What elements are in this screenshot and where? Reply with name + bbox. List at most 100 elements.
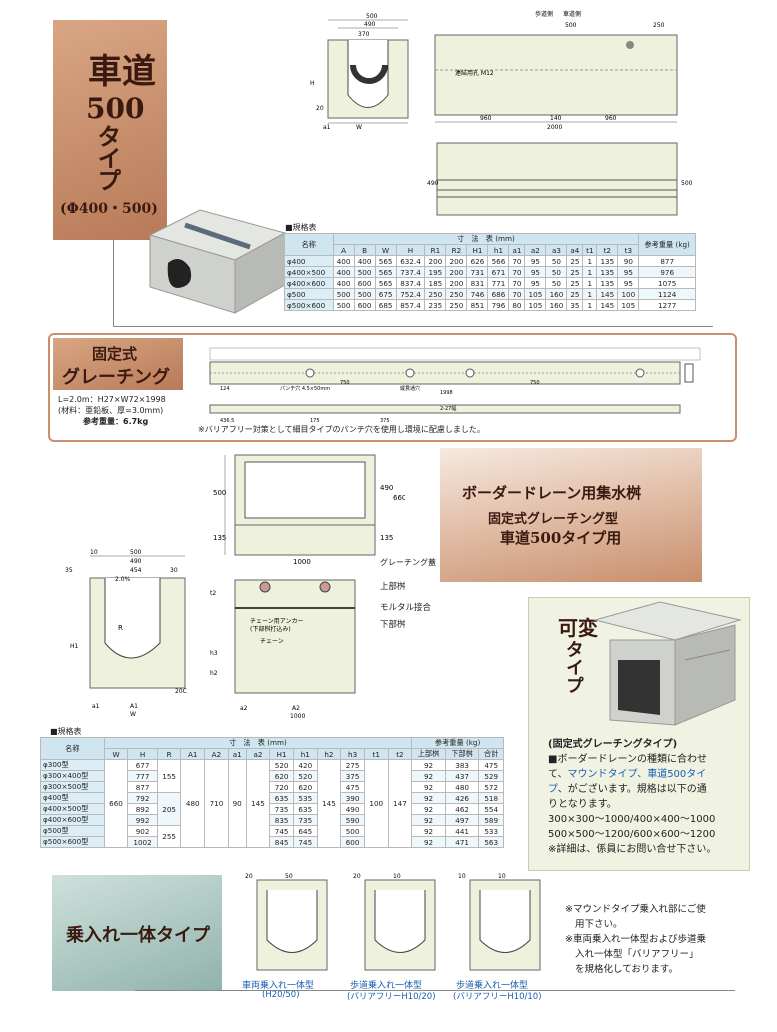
sec1-spec-label: ■規格表 [285, 223, 317, 232]
cell: 837.4 [395, 277, 426, 289]
label-mortar: モルタル接合 [380, 603, 432, 613]
cell: 135 [596, 266, 619, 278]
label-anchor2: (下部桝打込み) [250, 625, 291, 633]
sec4-line-text: 500×500〜1200/600×600〜1200 [548, 829, 716, 840]
cell: 565 [374, 277, 397, 289]
sec4-line: ■ボーダードレーンの種類に合わせ [548, 752, 743, 767]
cell: 92 [411, 781, 446, 793]
cell: 95 [524, 277, 547, 289]
row-name: φ400×600 [284, 277, 334, 289]
th3-col-W: W [103, 748, 129, 760]
cell: 520 [292, 770, 318, 782]
sec4-line-blue: プ [548, 784, 558, 795]
sec3-title-sub: 固定式グレーチング型 [488, 512, 619, 527]
cell: 777 [127, 770, 158, 782]
cell: 135 [596, 277, 619, 289]
cell: 383 [444, 759, 480, 771]
th3-wcol: 下部桝 [444, 748, 480, 760]
dim-a1-s3: a1 [92, 703, 100, 710]
cell: 600 [353, 277, 376, 289]
cell: 275 [340, 759, 365, 771]
sec4-body: ■ボーダードレーンの種類に合わせて、マウンドタイプ、車道500タイプ、がございま… [548, 752, 743, 857]
cell: 235 [424, 299, 447, 311]
dim-140: 140 [550, 115, 562, 122]
dim-W-s3: W [130, 711, 136, 718]
cell: 671 [487, 266, 510, 278]
cell: 857.4 [395, 299, 426, 311]
sec4-line: プ、がございます。規格は以下の通 [548, 782, 743, 797]
sec4-title-1: 可変 [558, 616, 598, 640]
cell: 471 [444, 836, 480, 848]
dim-500-s3: 500 [213, 489, 226, 497]
th3-col-t1: t1 [363, 748, 389, 760]
cell: 685 [374, 299, 397, 311]
cell: 92 [411, 770, 446, 782]
cell: 480 [180, 759, 206, 848]
cell: 497 [444, 814, 480, 826]
th-name: 名称 [284, 233, 334, 256]
dim-A1: A1 [130, 703, 138, 710]
sec3-title-main: ボーダードレーン用集水桝 [462, 484, 642, 502]
label-upper: 上部桝 [380, 582, 406, 592]
sec3-spec-label: ■規格表 [50, 727, 82, 736]
th3-col-h1: h1 [292, 748, 318, 760]
label-anchor: チェーン用アンカー [250, 618, 303, 625]
dim-s5-1a: 20 [245, 873, 253, 880]
sec2-title-1: 固定式 [92, 345, 138, 363]
cell: 92 [411, 814, 446, 826]
sec1-title-2: 500 [86, 92, 145, 125]
cell: 490 [340, 803, 365, 815]
th-col-a3: a3 [545, 244, 568, 256]
sec3-front-section-drawing: 10 500 490 454 35 30 2.0% R H1 20C A1 W … [65, 549, 187, 718]
th-col-h1: h1 [487, 244, 510, 256]
cell: 50 [545, 255, 568, 267]
cell: 677 [127, 759, 158, 771]
sec4-title-2: タイプ [563, 640, 584, 694]
sec1-subtitle: (Φ400・500) [60, 201, 158, 217]
cell: 475 [478, 759, 504, 771]
dim-s5-3b: 10 [498, 873, 506, 880]
cell: 147 [387, 759, 413, 848]
sec2-grating-drawing: 124 パンチ穴 4.5×50mm 縦貫通穴 1998 750 750 436.… [209, 347, 701, 424]
label-sidewalk: 歩道側 [535, 10, 553, 18]
sec4-line: ※詳細は、係員にお問い合せ下さい。 [548, 842, 743, 857]
th-col-t2: t2 [596, 244, 619, 256]
sec5-item-2-name: 歩道乗入れ一体型 [350, 981, 423, 991]
cell: 645 [292, 825, 318, 837]
sec5-item-2-spec: (バリアフリーH10/20) [347, 992, 436, 1002]
sec2-note: ※バリアフリー対策として細目タイプのパンチ穴を使用し環境に配慮しました。 [198, 425, 485, 434]
cell: 250 [424, 288, 447, 300]
dim-30: 30 [170, 567, 178, 574]
cell: 255 [156, 825, 182, 848]
sec4-line-post: 、がございます。規格は以下の通 [557, 784, 707, 795]
sec4-line-text: ※詳細は、係員にお問い合せ下さい。 [548, 844, 717, 855]
row-name: φ400×500型 [40, 803, 105, 815]
cell: 745 [269, 825, 294, 837]
cell: 100 [617, 288, 640, 300]
cell: 200 [424, 255, 447, 267]
dim-H: H [310, 80, 315, 87]
cell-weight: 976 [638, 266, 696, 278]
label-roadway: 車道側 [563, 10, 581, 18]
sec5-drawing-3: 10 10 [458, 873, 541, 971]
sec2-spec-3: 参考重量：6.7kg [83, 417, 149, 426]
dim-s5-2a: 20 [353, 873, 361, 880]
cell: 105 [617, 299, 640, 311]
divider-line-1 [113, 240, 114, 327]
cell: 529 [478, 770, 504, 782]
cell: 835 [269, 814, 294, 826]
dim-t2: t2 [210, 590, 216, 597]
dim-1000-s3: 1000 [293, 558, 311, 565]
cell: 892 [127, 803, 158, 815]
sec1-cross-section-drawing: 500 490 370 W a1 H 20 [310, 13, 409, 130]
cell: 475 [340, 781, 365, 793]
cell: 92 [411, 759, 446, 771]
cell: 735 [292, 814, 318, 826]
dim-960b: 960 [605, 115, 617, 122]
dim-s5-2b: 10 [393, 873, 401, 880]
cell: 831 [466, 277, 489, 289]
th-col-B: B [353, 244, 376, 256]
